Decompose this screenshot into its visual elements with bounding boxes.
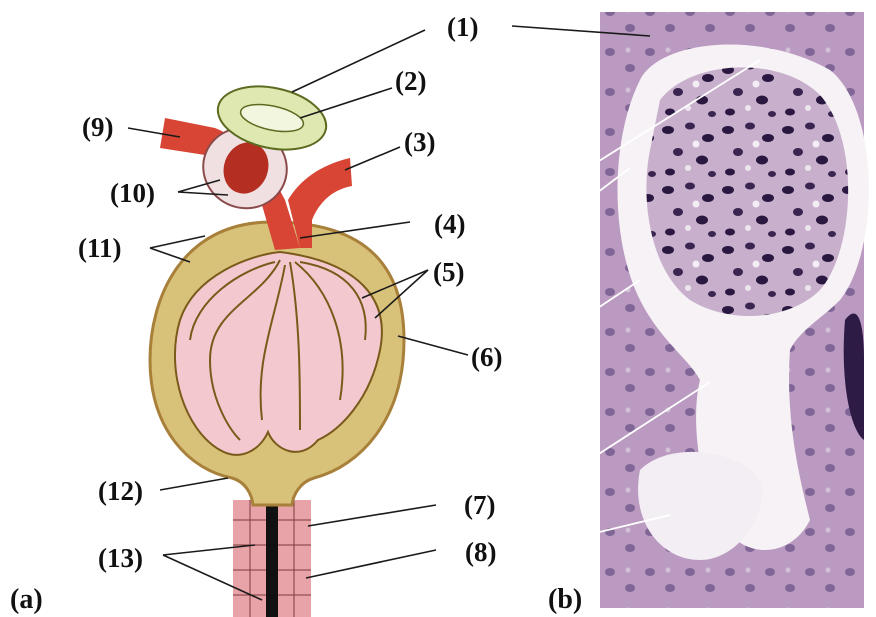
label-5: (5) — [433, 257, 464, 287]
panel-label-b: (b) — [548, 584, 582, 615]
leader-11b — [150, 248, 190, 262]
leader-3 — [345, 147, 400, 170]
label-6: (6) — [471, 342, 502, 372]
label-11: (11) — [78, 233, 122, 263]
leader-7 — [308, 505, 436, 526]
label-10: (10) — [110, 178, 155, 208]
leader-12 — [160, 478, 228, 490]
label-12: (12) — [98, 476, 143, 506]
panel-label-a: (a) — [10, 584, 43, 615]
leader-8 — [306, 550, 436, 578]
leader-6 — [398, 336, 468, 355]
label-1: (1) — [447, 12, 478, 42]
glomerulus-tuft — [646, 67, 848, 316]
label-13: (13) — [98, 543, 143, 573]
histology-panel — [497, 12, 869, 608]
label-8: (8) — [465, 537, 496, 567]
label-3: (3) — [404, 127, 435, 157]
label-2: (2) — [395, 66, 426, 96]
label-4: (4) — [434, 209, 465, 239]
tubule — [233, 500, 311, 617]
schematic-panel — [128, 30, 468, 617]
label-9: (9) — [82, 112, 113, 142]
leader-2 — [300, 88, 392, 118]
tubule-lumen-dark — [266, 500, 278, 617]
label-7: (7) — [464, 490, 495, 520]
